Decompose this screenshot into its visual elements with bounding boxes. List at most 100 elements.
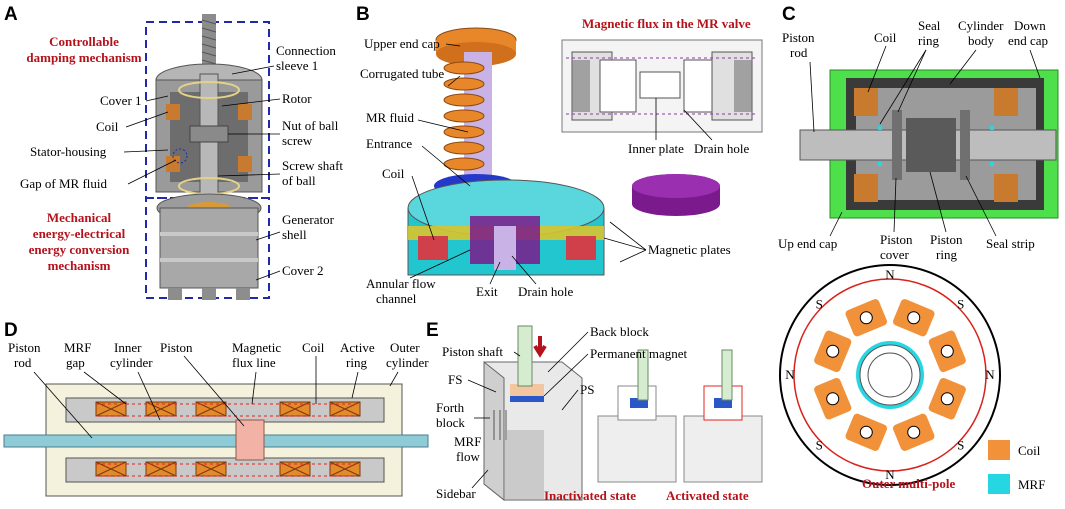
c-piston-rod-2: rod [790,45,808,60]
a-screw-shaft-2: of ball [282,173,316,188]
c-seal-ring-1: Seal [918,18,941,33]
c-seal-strip: Seal strip [986,236,1035,251]
d-mrf-gap-1: MRF [64,340,91,355]
c-cylinder-body-2: body [968,33,995,48]
b-flux-title: Magnetic flux in the MR valve [582,16,751,31]
a-screw-shaft-1: Screw shaft [282,158,343,173]
multi-pole: N S N S N S N S [779,264,1001,486]
b-mr-fluid: MR fluid [366,110,415,125]
d-coil: Coil [302,340,325,355]
coil-current-icon [940,392,954,406]
pole-label: N [785,367,795,382]
a-generator-2: shell [282,227,307,242]
c-up-end-cap: Up end cap [778,236,837,251]
b-upper-end-cap: Upper end cap [364,36,440,51]
valve-device [407,27,720,276]
d-active-ring-1: Active [340,340,375,355]
b-coil: Coil [382,166,405,181]
c-piston-cover-1: Piston [880,232,913,247]
d-piston-rod-2: rod [14,355,32,370]
e-state-inactivated: Inactivated state [544,488,636,503]
a-connection-sleeve-2: sleeve 1 [276,58,318,73]
e-forth-block-1: Forth [436,400,465,415]
a-rotor: Rotor [282,91,312,106]
d-outer-cylinder-2: cylinder [386,355,429,370]
e-state-activated: Activated state [666,488,749,503]
b-corrugated-tube: Corrugated tube [360,66,444,81]
c-seal-ring-2: ring [918,33,939,48]
a-cover2: Cover 2 [282,263,324,278]
e-sidebar: Sidebar [436,486,476,501]
pole-label: N [985,367,995,382]
e-mrf-flow-1: MRF [454,434,481,449]
damping-frame [145,21,270,199]
d-mrf-gap-2: gap [66,355,85,370]
d-active-ring-2: ring [346,355,367,370]
valve-e [483,325,763,502]
damper-d [3,383,429,497]
legend-mrf-label: MRF [1018,477,1045,492]
panel-a-letter: A [4,4,18,25]
pole-label: S [816,438,823,453]
d-inner-cylinder-1: Inner [114,340,142,355]
a-title-top-2: damping mechanism [26,50,141,65]
b-annular-1: Annular flow [366,276,436,291]
panel-d: D Piston rod MRF gap Inner cylinder Pist… [3,320,429,497]
panel-d-letter: D [4,320,18,341]
pole-label: N [885,267,895,282]
e-permanent-magnet: Permanent magnet [590,346,687,361]
panel-b-letter: B [356,4,370,25]
coil-current-icon [859,425,873,439]
d-flux-line-2: flux line [232,355,276,370]
panel-e: E Back block Piston shaft Permanent magn… [426,320,763,503]
pole-label: N [885,467,895,482]
d-piston: Piston [160,340,193,355]
damper-section [799,69,1059,219]
a-nut-1: Nut of ball [282,118,339,133]
c-caption: Outer multi-pole [862,476,956,491]
a-title-bottom-2: energy-electrical [33,226,126,241]
coil-current-icon [859,311,873,325]
e-piston-shaft: Piston shaft [442,344,503,359]
a-coil: Coil [96,119,119,134]
e-ps: PS [580,382,594,397]
legend-mrf-swatch [988,474,1010,494]
coil-current-icon [826,392,840,406]
a-title-bottom-1: Mechanical [47,210,112,225]
conversion-frame [145,197,270,299]
coil-current-icon [907,311,921,325]
pole-label: S [957,438,964,453]
panel-b: B Magnetic flux in the MR valve [356,4,763,306]
b-entrance: Entrance [366,136,412,151]
c-cylinder-body-1: Cylinder [958,18,1004,33]
a-title-top-1: Controllable [49,34,119,49]
panel-a: A Controllable damping mech [4,4,343,300]
legend-coil-label: Coil [1018,443,1041,458]
panel-c: C Piston rod Coil Seal ring Cylinder bod… [778,4,1059,494]
a-gap: Gap of MR fluid [20,176,108,191]
a-nut-2: screw [282,133,313,148]
a-stator: Stator-housing [30,144,107,159]
pole-label: S [816,296,823,311]
coil-current-icon [826,344,840,358]
c-piston-ring-2: ring [936,247,957,262]
c-piston-cover-2: cover [880,247,910,262]
b-inner-plate: Inner plate [628,141,684,156]
panel-e-letter: E [426,320,439,341]
d-piston-rod-1: Piston [8,340,41,355]
b-exit: Exit [476,284,498,299]
c-down-end-cap-2: end cap [1008,33,1048,48]
coil-current-icon [907,425,921,439]
damper-device [155,14,263,300]
c-coil: Coil [874,30,897,45]
d-flux-line-1: Magnetic [232,340,281,355]
e-forth-block-2: block [436,415,465,430]
b-drain-hole: Drain hole [518,284,573,299]
c-piston-ring-1: Piston [930,232,963,247]
pole-label: S [957,296,964,311]
e-back-block: Back block [590,324,649,339]
a-connection-sleeve-1: Connection [276,43,336,58]
legend-coil-swatch [988,440,1010,460]
b-annular-2: channel [376,291,417,306]
